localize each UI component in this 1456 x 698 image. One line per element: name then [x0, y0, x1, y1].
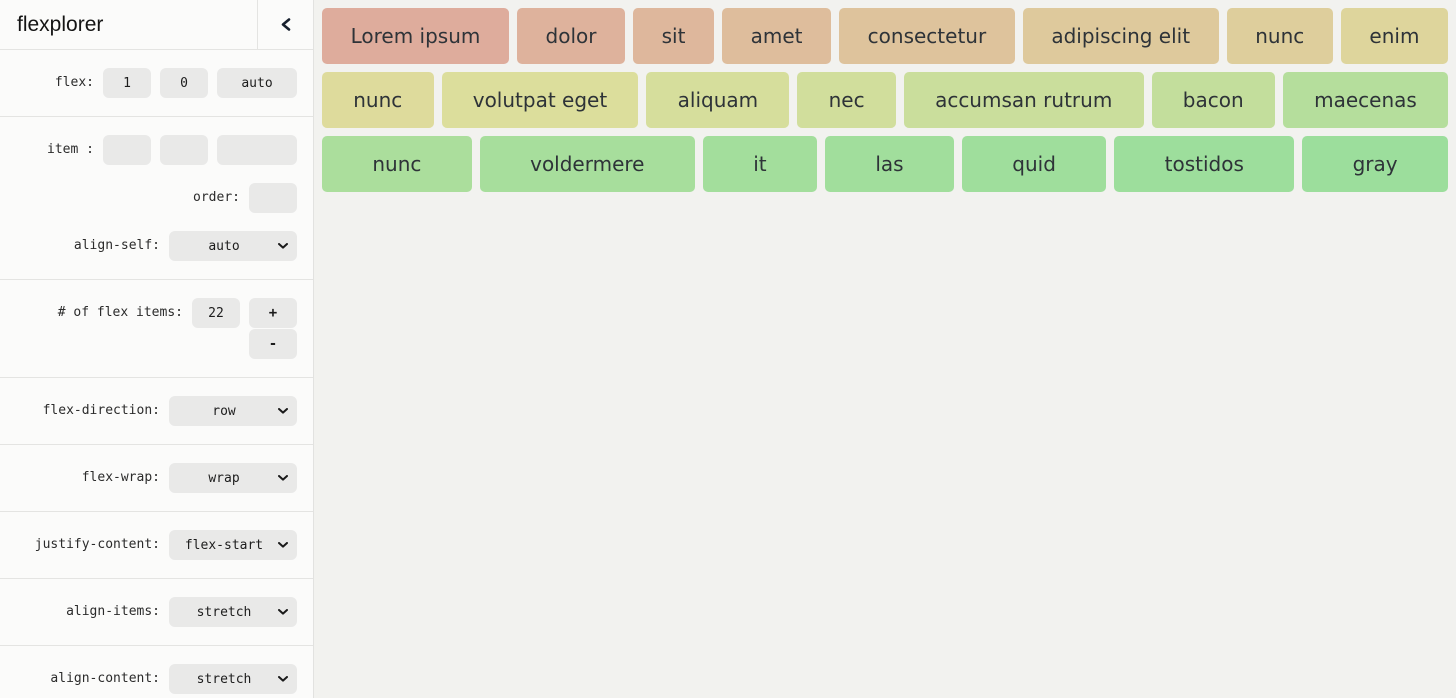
- flex-item: adipiscing elit: [1022, 8, 1219, 64]
- order-input[interactable]: [249, 183, 297, 213]
- item-label: item :: [47, 142, 94, 157]
- section-flex-wrap: flex-wrap: wrap: [0, 445, 313, 512]
- align-items-label: align-items:: [66, 604, 160, 619]
- app-title: flexplorer: [17, 12, 104, 36]
- align-content-select[interactable]: stretch: [169, 664, 297, 694]
- flex-item: Lorem ipsum: [322, 8, 509, 64]
- flex-direction-label: flex-direction:: [42, 403, 160, 418]
- align-self-label: align-self:: [73, 238, 160, 253]
- flex-item: maecenas: [1282, 72, 1449, 128]
- flex-item: it: [702, 136, 817, 192]
- section-item: item : order: align-self: auto: [0, 117, 313, 280]
- section-justify-content: justify-content: flex-start: [0, 512, 313, 579]
- align-items-select[interactable]: stretch: [169, 597, 297, 627]
- flex-item: gray: [1302, 136, 1448, 192]
- flex-item: bacon: [1151, 72, 1275, 128]
- flex-item: nunc: [322, 136, 472, 192]
- flex-item: nunc: [322, 72, 434, 128]
- flex-item: consectetur: [839, 8, 1015, 64]
- flex-item: amet: [722, 8, 832, 64]
- flex-wrap-label: flex-wrap:: [81, 470, 160, 485]
- flex-basis-input[interactable]: [217, 68, 297, 98]
- flex-item: voldermere: [479, 136, 695, 192]
- flex-item: volutpat eget: [441, 72, 639, 128]
- flex-item: quid: [961, 136, 1107, 192]
- justify-content-select[interactable]: flex-start: [169, 530, 297, 560]
- sidebar-header: flexplorer: [0, 0, 313, 50]
- align-content-label: align-content:: [50, 671, 160, 686]
- flex-label: flex:: [54, 75, 94, 90]
- flex-item: tostidos: [1114, 136, 1295, 192]
- item-basis-input[interactable]: [217, 135, 297, 165]
- chevron-left-icon: [280, 18, 291, 31]
- sidebar-collapse-button[interactable]: [257, 0, 313, 49]
- add-item-button[interactable]: +: [249, 298, 297, 328]
- align-self-select[interactable]: auto: [169, 231, 297, 261]
- flex-grow-input[interactable]: [103, 68, 151, 98]
- section-flex: flex:: [0, 50, 313, 117]
- flex-shrink-input[interactable]: [160, 68, 208, 98]
- item-grow-input[interactable]: [103, 135, 151, 165]
- flex-item: sit: [633, 8, 715, 64]
- flex-items-count-label: # of flex items:: [57, 305, 183, 320]
- count-stepper: + -: [249, 298, 297, 359]
- remove-item-button[interactable]: -: [249, 329, 297, 359]
- section-flex-direction: flex-direction: row: [0, 378, 313, 445]
- section-align-content: align-content: stretch: [0, 646, 313, 698]
- flex-item: las: [824, 136, 954, 192]
- flex-direction-select[interactable]: row: [169, 396, 297, 426]
- flex-items-count-input[interactable]: [192, 298, 240, 328]
- flex-wrap-select[interactable]: wrap: [169, 463, 297, 493]
- sidebar: flexplorer flex: item : order: align-se: [0, 0, 314, 698]
- order-label: order:: [193, 190, 240, 205]
- justify-content-label: justify-content:: [34, 537, 160, 552]
- flex-item: enim: [1340, 8, 1449, 64]
- flex-item: aliquam: [646, 72, 790, 128]
- flex-item: nunc: [1226, 8, 1333, 64]
- section-align-items: align-items: stretch: [0, 579, 313, 646]
- flex-item: dolor: [516, 8, 626, 64]
- section-count: # of flex items: + -: [0, 280, 313, 378]
- flex-item: nec: [797, 72, 896, 128]
- item-shrink-input[interactable]: [160, 135, 208, 165]
- flex-item: accumsan rutrum: [903, 72, 1144, 128]
